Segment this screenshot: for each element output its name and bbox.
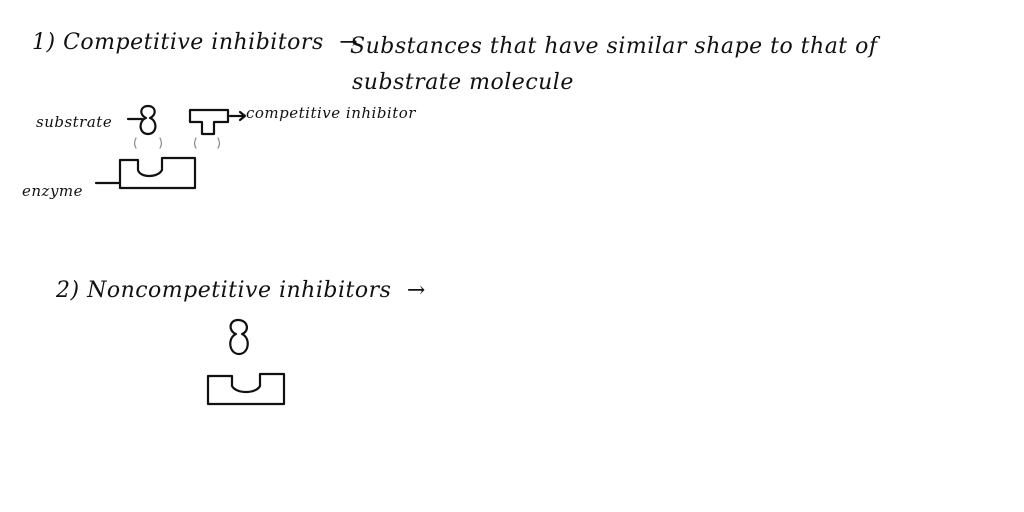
substrate-motion-mark-right	[159, 137, 163, 149]
section1-heading-text: 1) Competitive inhibitors	[32, 30, 324, 55]
substrate-motion-mark-left	[133, 137, 137, 149]
substrate-molecule-shape	[139, 104, 157, 136]
inhibitor-motion-mark-left	[193, 137, 197, 149]
enzyme-label: enzyme	[22, 182, 84, 200]
inhibitor-pointer-arrowhead	[238, 110, 247, 122]
competitive-inhibitor-label: competitive inhibitor	[246, 104, 416, 122]
inhibitor-motion-mark-right	[217, 137, 221, 149]
substrate-label: substrate	[36, 113, 113, 131]
enzyme-shape-section2	[206, 372, 286, 406]
section1-heading: 1) Competitive inhibitors →	[32, 30, 358, 55]
section1-definition-line2: substrate molecule	[352, 70, 574, 95]
section1-arrow: →	[339, 30, 359, 55]
enzyme-shape-section1	[118, 156, 197, 190]
section2-heading: 2) Noncompetitive inhibitors →	[56, 278, 426, 303]
section2-arrow: →	[406, 278, 426, 303]
substrate-molecule-shape-section2	[229, 318, 249, 356]
section2-heading-text: 2) Noncompetitive inhibitors	[56, 278, 392, 303]
section1-definition-line1: Substances that have similar shape to th…	[350, 34, 878, 59]
competitive-inhibitor-shape	[188, 108, 230, 136]
